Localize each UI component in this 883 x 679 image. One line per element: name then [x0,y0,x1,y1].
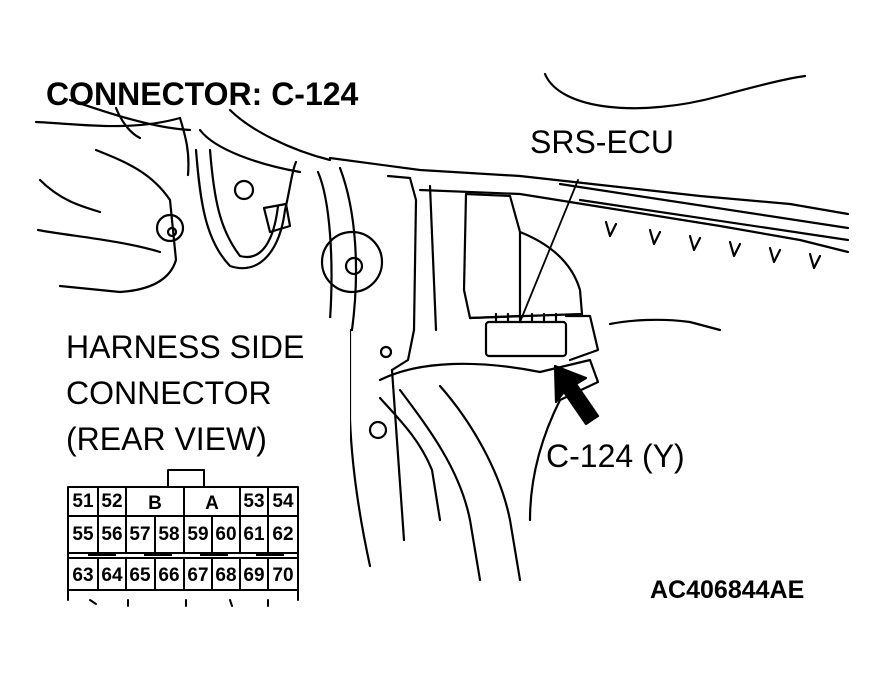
center-mount-boss [320,230,384,294]
pin-label: 58 [158,524,180,545]
connector-latch [167,469,205,488]
floor-tunnel [398,384,562,582]
ecu-leader-line [519,179,579,323]
dash-top-curve [543,72,807,110]
harness-connector-face [67,469,299,607]
ecu-housing [462,192,522,320]
pin-label: 65 [129,565,151,586]
pin-label: 57 [129,524,151,545]
cross-member-upper [328,156,850,216]
pin-label: 53 [243,491,265,512]
pin-label: 68 [215,565,237,586]
harness-label-line3: (REAR VIEW) [66,421,267,457]
pin-label: 60 [215,524,237,545]
upper-left-wiring [178,108,332,177]
lower-brace [378,358,600,522]
pin-label: 63 [72,565,94,586]
center-mount-outer [316,166,358,332]
harness-label-line1: HARNESS SIDE [66,329,305,365]
ecu-bracket [386,174,438,372]
bracket-hole-2 [233,179,255,201]
harness-side-label: HARNESS SIDE CONNECTOR (REAR VIEW) [66,324,304,462]
pin-label: 61 [243,524,265,545]
callout-arrow [553,364,600,426]
cross-member-lower [418,188,850,254]
floor-bolt [368,420,388,440]
cross-member-teeth [604,220,822,270]
pin-label: 66 [158,565,180,586]
harness-clip [262,202,292,234]
pin-label: 62 [272,524,294,545]
pin-label: 69 [243,565,265,586]
connector-locking-bars [88,552,284,556]
connector-title: CONNECTOR: C-124 [46,76,359,112]
floor-pillar [348,328,406,568]
left-bracket [36,148,178,294]
connector-bottom-ticks [89,599,269,607]
pin-label: 52 [101,491,123,512]
pin-label: 59 [187,524,209,545]
srs-ecu-label: SRS-ECU [530,124,675,160]
pin-label: B [148,493,162,514]
connector-row23-dividers [97,515,269,591]
pin-label: 54 [272,491,294,512]
bracket-hole-1 [155,213,185,243]
pin-label: 64 [101,565,123,586]
pin-label: 67 [187,565,209,586]
cross-member-rib [558,182,850,242]
pin-label: A [205,493,219,514]
pin-label: 55 [72,524,94,545]
connector-callout-label: C-124 (Y) [546,438,685,474]
right-end-panel [608,318,722,332]
pin-label: 51 [72,491,94,512]
upper-bolt [379,345,393,359]
connector-outline [67,486,299,601]
ecu-connector-pins [494,312,558,324]
center-mount-boss-inner [344,256,364,276]
harness-loop-left [194,148,298,270]
harness-label-line2: CONNECTOR [66,375,272,411]
pin-label: 56 [101,524,123,545]
ecu-connector-body [484,320,568,358]
upper-left-panel [34,98,192,140]
bracket-hole-1-inner [166,226,178,238]
pin-label: 70 [272,565,294,586]
figure-id: AC406844AE [650,576,805,604]
ecu-bracket-right [468,230,584,320]
ecu-connector-lip [564,314,600,362]
connector-row1-dividers [97,486,269,517]
